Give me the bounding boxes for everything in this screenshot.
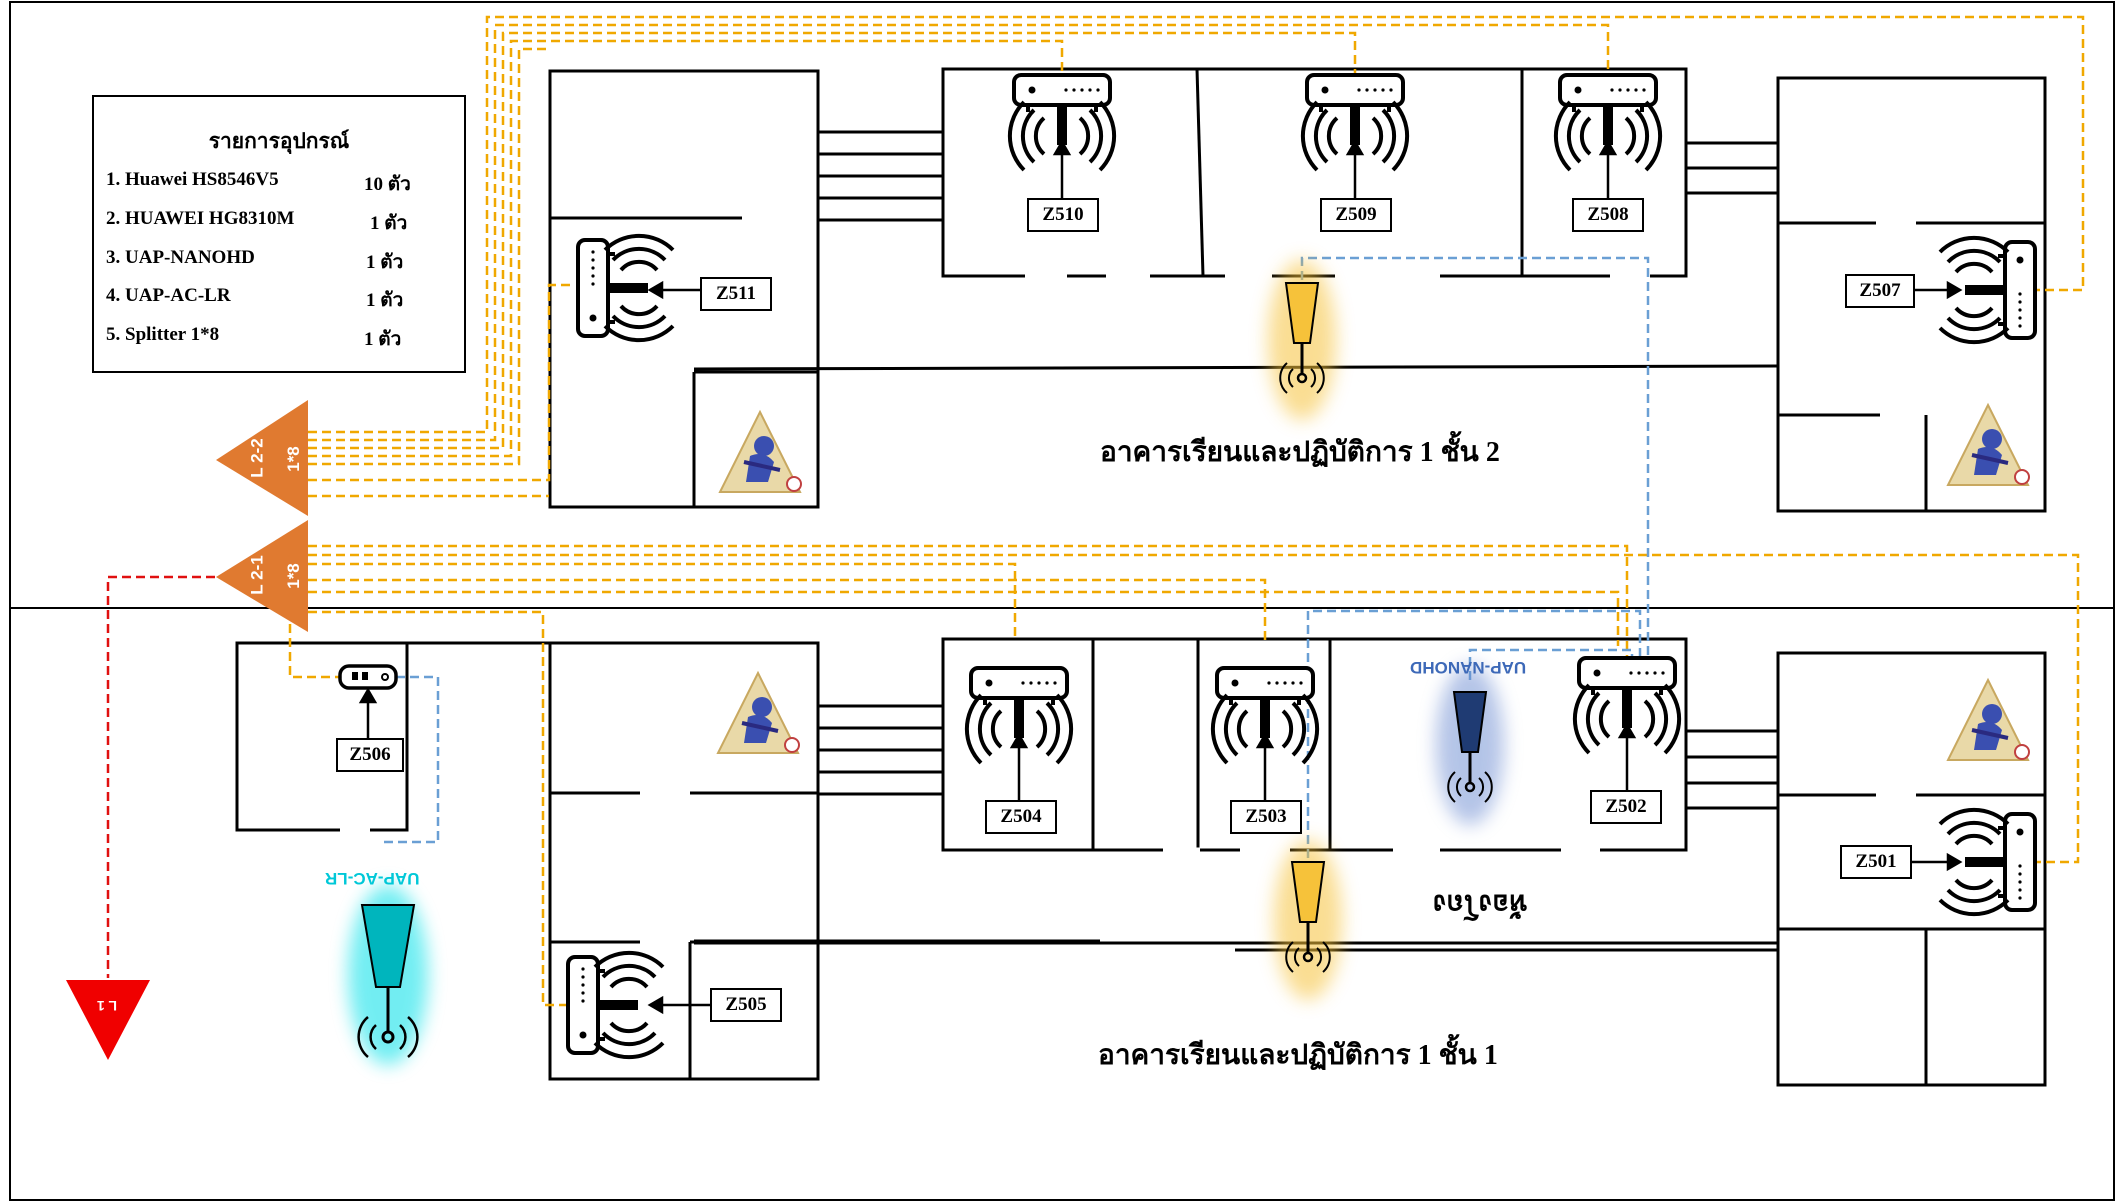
legend-item-name: 2. HUAWEI HG8310M bbox=[106, 208, 295, 229]
splitter-l21-name: L 2-1 bbox=[247, 555, 267, 595]
legend-item-qty: 1 ตัว bbox=[364, 329, 402, 350]
computer-room-icon bbox=[1946, 678, 2031, 762]
zone-tag-z506: Z506 bbox=[336, 738, 404, 772]
zone-tag-z507: Z507 bbox=[1845, 274, 1915, 308]
zone-tag-z508: Z508 bbox=[1572, 198, 1644, 232]
floor2-title: อาคารเรียนและปฏิบัติการ 1 ชั้น 2 bbox=[1100, 437, 1500, 468]
splitter-l1-name: L 1 bbox=[97, 998, 117, 1014]
legend-item-qty: 10 ตัว bbox=[364, 174, 411, 195]
uap-ac-lr-label: UAP-AC-LR bbox=[325, 869, 420, 888]
computer-room-icon bbox=[716, 671, 801, 755]
legend-item-name: 3. UAP-NANOHD bbox=[106, 247, 255, 268]
fiber-red-line bbox=[106, 575, 215, 978]
legend-item-name: 1. Huawei HS8546V5 bbox=[106, 169, 279, 190]
legend-title: รายการอุปกรณ์ bbox=[208, 129, 350, 153]
uap-ac-lr-icon bbox=[348, 885, 428, 1065]
splitter-l21-ratio: 1*8 bbox=[283, 563, 303, 589]
zone-tag-z505: Z505 bbox=[710, 988, 782, 1022]
ont-z506-icon bbox=[338, 664, 398, 690]
zone-tag-z502: Z502 bbox=[1590, 790, 1662, 824]
zone-tag-z503: Z503 bbox=[1230, 800, 1302, 834]
legend-item-name: 4. UAP-AC-LR bbox=[106, 285, 231, 306]
page-border bbox=[9, 1, 2115, 1201]
zone-tag-z504: Z504 bbox=[985, 800, 1057, 834]
legend-item-qty: 1 ตัว bbox=[366, 252, 404, 273]
label-arrows bbox=[358, 139, 1963, 1015]
zone-tag-z510: Z510 bbox=[1027, 198, 1099, 232]
zone-tag-z511: Z511 bbox=[700, 277, 772, 311]
fiber-orange-lines bbox=[288, 15, 2085, 1007]
equipment-legend: รายการอุปกรณ์ 1. Huawei HS8546V5 10 ตัว … bbox=[92, 95, 466, 373]
splitter-l22 bbox=[216, 400, 308, 516]
splitter-l1 bbox=[66, 980, 150, 1060]
splitter-l22-ratio: 1*8 bbox=[283, 446, 303, 472]
legend-item-qty: 1 ตัว bbox=[366, 290, 404, 311]
floor1-walls bbox=[235, 637, 2047, 1087]
floor2-walls bbox=[548, 67, 2047, 513]
lobby-label: ห้องโถง bbox=[1433, 888, 1528, 919]
computer-room-icon bbox=[718, 410, 803, 494]
zone-tag-z509: Z509 bbox=[1320, 198, 1392, 232]
splitter-l21 bbox=[216, 520, 308, 632]
ceiling-ap-floor2-icon bbox=[1268, 260, 1336, 420]
splitter-l22-name: L 2-2 bbox=[247, 438, 267, 478]
floor1-title: อาคารเรียนและปฏิบัติการ 1 ชั้น 1 bbox=[1098, 1040, 1498, 1071]
ceiling-ap-floor1-icon bbox=[1274, 840, 1342, 1000]
legend-item-name: 5. Splitter 1*8 bbox=[106, 324, 220, 345]
uap-nanohd-label: UAP-NANOHD bbox=[1410, 658, 1527, 677]
zone-tag-z501: Z501 bbox=[1840, 845, 1912, 879]
uap-nanohd-icon bbox=[1436, 665, 1504, 825]
legend-item-qty: 1 ตัว bbox=[370, 213, 408, 234]
computer-room-icon bbox=[1946, 403, 2031, 487]
